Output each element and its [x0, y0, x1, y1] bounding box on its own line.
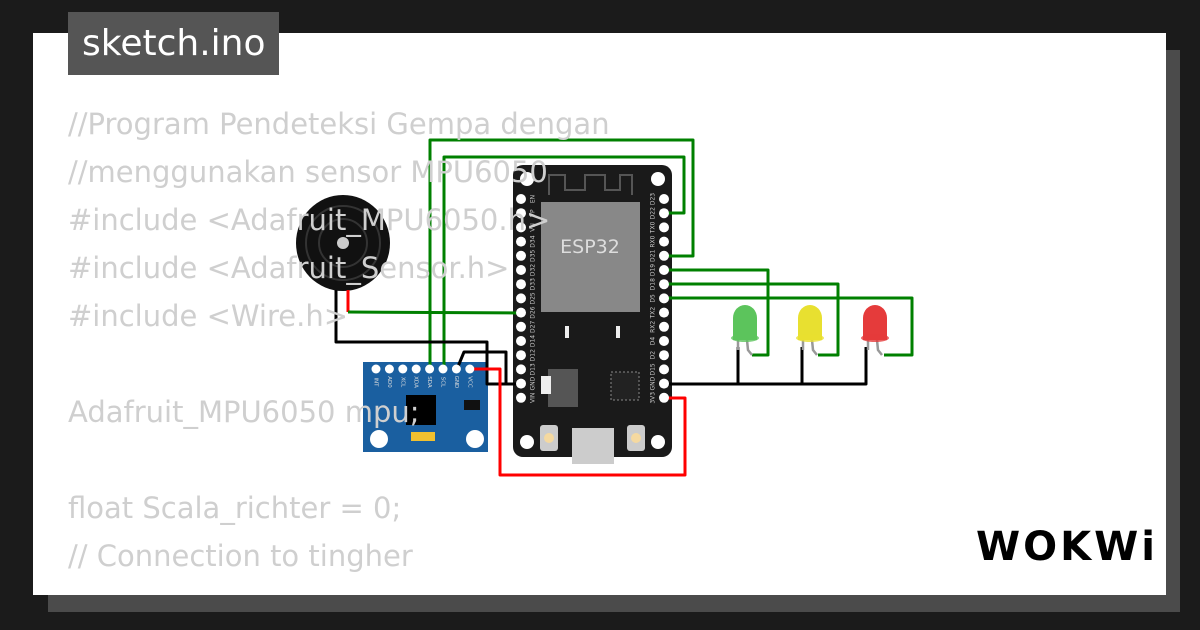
esp32-pin-d33[interactable]	[516, 279, 526, 290]
pin-label: D18	[650, 278, 657, 290]
pin-label: VN	[530, 223, 537, 232]
wire-gnd-bus[interactable]	[664, 347, 868, 386]
esp32-pin-vp[interactable]	[516, 208, 526, 219]
pin-label: D5	[650, 294, 657, 303]
esp32-pin-vin[interactable]	[516, 392, 526, 403]
esp32-pin-rx0[interactable]	[659, 236, 669, 247]
wire-buzzer-gnd[interactable]	[334, 290, 521, 386]
pin-label: VCC	[466, 376, 472, 388]
pin-label: GND	[530, 376, 537, 390]
wire-buzzer-signal[interactable]	[347, 310, 522, 315]
wire-sda[interactable]	[428, 138, 695, 369]
esp32-pin-d14[interactable]	[516, 336, 526, 346]
mpu-pin-xcl[interactable]	[398, 364, 408, 374]
pin-label: GND	[453, 376, 459, 389]
led-yellow[interactable]	[796, 305, 824, 356]
esp32-label: ESP32	[560, 236, 620, 258]
esp32-pin-d34[interactable]	[516, 236, 526, 247]
pin-label: TX0	[650, 221, 657, 234]
pin-label: SDA	[426, 376, 432, 388]
esp32-pin-tx0[interactable]	[659, 222, 669, 233]
pin-label: D27	[530, 320, 537, 332]
pin-label: VIN	[530, 393, 537, 403]
pin-label: RX2	[650, 321, 657, 333]
pin-label: D23	[650, 193, 657, 205]
wire-led-yellow[interactable]	[664, 282, 840, 357]
esp32-pin-tx2[interactable]	[659, 307, 669, 318]
pin-label: D12	[530, 349, 537, 361]
pin-label: VP	[530, 209, 537, 217]
mpu-pin-ad0[interactable]	[384, 364, 394, 374]
esp32-pin-d22[interactable]	[659, 208, 669, 219]
pin-label: D32	[530, 264, 537, 276]
esp32-pin-d18[interactable]	[659, 279, 669, 290]
pin-label: AD0	[386, 376, 392, 388]
esp32-pin-vn[interactable]	[516, 222, 526, 233]
pin-label: D22	[650, 207, 657, 219]
esp32-pin-d5[interactable]	[659, 293, 669, 304]
pin-label: D13	[530, 363, 537, 375]
wokwi-logo: WOKWi	[976, 524, 1158, 570]
esp32-pin-d19[interactable]	[659, 265, 669, 275]
wire-led-red[interactable]	[664, 296, 914, 357]
esp32-pin-d13[interactable]	[516, 364, 526, 375]
mpu-pin-sda[interactable]	[425, 364, 435, 374]
pin-label: SCL	[440, 377, 446, 388]
mpu6050-module[interactable]	[363, 362, 488, 452]
esp32-pin-d25[interactable]	[516, 293, 526, 304]
esp32-pin-d35[interactable]	[516, 250, 526, 261]
mpu-pin-scl[interactable]	[438, 364, 448, 374]
pin-label: XDA	[413, 376, 419, 388]
pin-label: EN	[530, 195, 537, 203]
mpu-pin-xda[interactable]	[411, 364, 421, 374]
pin-label: 3V3	[650, 392, 657, 404]
pin-label: D25	[530, 292, 537, 304]
pin-label: XCL	[399, 377, 405, 388]
led-red[interactable]	[861, 305, 889, 356]
esp32-pin-en[interactable]	[516, 194, 526, 204]
wire-mpu-vcc[interactable]	[470, 367, 687, 477]
mpu-pin-vcc[interactable]	[465, 364, 475, 374]
esp32-pin-d4[interactable]	[659, 336, 669, 346]
wire-led-green[interactable]	[664, 268, 770, 357]
led-green[interactable]	[731, 305, 759, 356]
esp32-pin-d2[interactable]	[659, 350, 669, 361]
pin-label: D35	[530, 249, 537, 261]
esp32-pin-3v3[interactable]	[659, 392, 669, 403]
esp32-pin-d15[interactable]	[659, 364, 669, 375]
pin-label: TX2	[650, 307, 657, 320]
pin-label: D34	[530, 235, 537, 247]
esp32-pin-d12[interactable]	[516, 350, 526, 361]
esp32-pin-gnd[interactable]	[659, 378, 669, 389]
sketch-title: sketch.ino	[68, 12, 280, 75]
esp32-pin-d32[interactable]	[516, 265, 526, 275]
pin-label: D2	[650, 351, 657, 360]
pin-label: D15	[650, 363, 657, 375]
wire-scl[interactable]	[442, 155, 686, 369]
mpu-pin-gnd[interactable]	[451, 364, 461, 374]
pin-label: D14	[530, 335, 537, 347]
wire-mpu-gnd[interactable]	[455, 350, 521, 386]
esp32-pin-d27[interactable]	[516, 321, 526, 332]
buzzer[interactable]	[296, 195, 390, 291]
pin-label: D21	[650, 249, 657, 261]
pin-label: D33	[530, 278, 537, 290]
esp32-pin-d26[interactable]	[516, 307, 526, 318]
esp32-board[interactable]: ESP32	[513, 165, 672, 464]
esp32-pin-d23[interactable]	[659, 194, 669, 204]
pin-label: RX0	[650, 235, 657, 247]
pin-label: D26	[530, 306, 537, 318]
pin-label: D4	[650, 337, 657, 346]
esp32-pin-d21[interactable]	[659, 250, 669, 261]
esp32-pin-rx2[interactable]	[659, 321, 669, 332]
pin-label: D19	[650, 264, 657, 276]
pin-label: INT	[373, 377, 379, 387]
mpu-pin-int[interactable]	[371, 364, 381, 374]
pin-label: GND	[650, 376, 657, 390]
esp32-pin-gnd[interactable]	[516, 378, 526, 389]
